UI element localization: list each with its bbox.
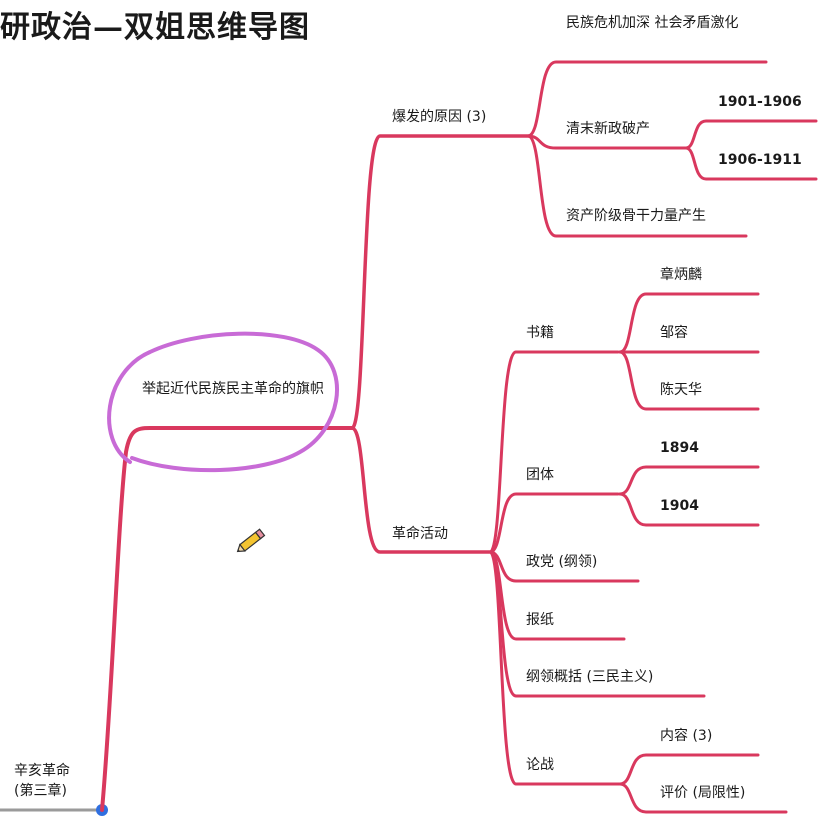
- program-topic: 纲领概括 (三民主义): [526, 669, 654, 685]
- root-topic-line1: 辛亥革命: [14, 763, 70, 779]
- book-author-2: 邹容: [660, 325, 688, 341]
- connector-groups-year2: [618, 492, 760, 527]
- connector-root-level1: [100, 426, 354, 812]
- debate-content: 内容 (3): [660, 728, 713, 744]
- cause-crisis: 民族危机加深 社会矛盾激化: [566, 15, 739, 31]
- level1-topic: 举起近代民族民主革命的旗帜: [142, 381, 324, 397]
- connector-activity-debate: [488, 550, 622, 786]
- books-topic: 书籍: [526, 325, 554, 341]
- connector-cause-bourgeoisie: [526, 134, 748, 238]
- book-author-3: 陈天华: [660, 382, 702, 398]
- debate-topic: 论战: [526, 757, 554, 773]
- connector-activity-books: [488, 350, 620, 554]
- group-year-1: 1894: [660, 440, 699, 456]
- book-author-1: 章炳麟: [660, 267, 702, 283]
- connector-reform-period2: [684, 146, 818, 181]
- cause-bourgeoisie: 资产阶级骨干力量产生: [566, 208, 706, 224]
- activity-topic: 革命活动: [392, 526, 448, 542]
- groups-topic: 团体: [526, 467, 554, 483]
- cause-reform: 清末新政破产: [566, 121, 650, 137]
- connector-cause-reform: [526, 134, 688, 150]
- pencil-icon: [236, 528, 266, 553]
- root-topic-line2: (第三章): [14, 783, 67, 799]
- page-title: 研政治—双姐思维导图: [0, 10, 310, 45]
- connector-level1-activity: [350, 426, 492, 554]
- connector-level1-cause: [350, 134, 532, 430]
- cause-topic: 爆发的原因 (3): [392, 109, 487, 125]
- connector-groups-year1: [618, 465, 760, 496]
- highlight-circle: [107, 331, 339, 473]
- reform-period-1: 1901-1906: [718, 94, 802, 110]
- connector-books-author1: [618, 292, 760, 354]
- party-topic: 政党 (纲领): [526, 554, 598, 570]
- reform-period-2: 1906-1911: [718, 152, 802, 168]
- connector-cause-crisis: [526, 60, 768, 138]
- connector-debate-evaluation: [618, 782, 788, 814]
- newspaper-topic: 报纸: [526, 612, 554, 628]
- connector-debate-content: [618, 753, 760, 786]
- connector-books-author3: [618, 350, 760, 411]
- connector-reform-period1: [684, 119, 818, 150]
- group-year-2: 1904: [660, 498, 699, 514]
- debate-evaluation: 评价 (局限性): [660, 785, 746, 801]
- connector-activity-groups: [488, 492, 620, 554]
